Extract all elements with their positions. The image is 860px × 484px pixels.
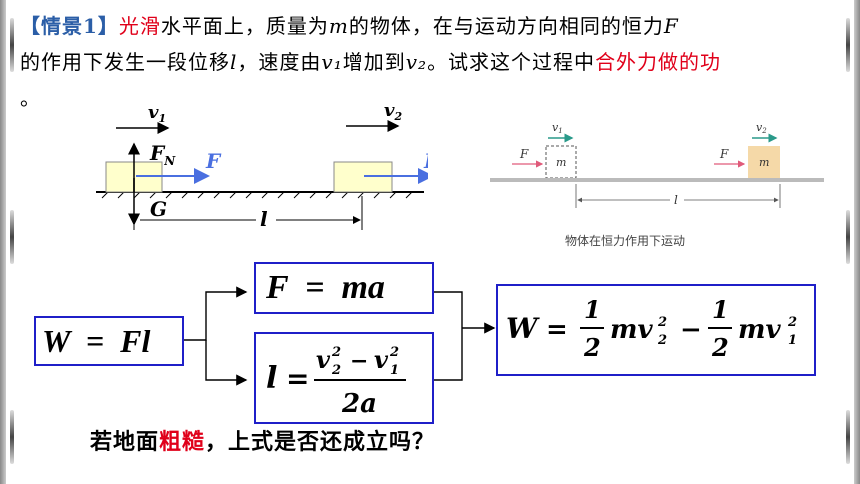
force-symbol: F (663, 14, 679, 38)
result-formula-box: W = 1 2 mv 2 2 − 1 2 mv 2 1 (496, 284, 816, 376)
kin-v1-sup: 2 (389, 345, 399, 360)
half2-den: 2 (711, 333, 729, 362)
follow-up-question: 若地面粗糙，上式是否还成立吗？ (90, 424, 435, 456)
applied-force-label-start: F (205, 149, 222, 173)
scenario-text-5: ，速度由 (237, 50, 322, 74)
kin-v1-sub: 1 (390, 363, 399, 378)
displacement-symbol: l (230, 50, 238, 74)
right-block-end (748, 146, 780, 178)
term1-sup: 2 (657, 315, 667, 330)
kinematics-formula: l = v 2 2 − v 2 1 2a (266, 345, 406, 419)
half1-den: 2 (583, 333, 601, 362)
ground-hatching (101, 191, 413, 199)
term1-sub: 2 (657, 333, 667, 348)
scenario-text-7: 。试求这个过程中 (427, 50, 596, 74)
question-text-3: ，上式是否还成立吗？ (205, 430, 436, 455)
kin-v2: v (316, 345, 331, 374)
left-bracket-bottom (10, 410, 14, 464)
right-ground (490, 178, 824, 182)
motion-diagram-left: v1 v2 FN G F F l (96, 100, 428, 231)
result-eq: = (546, 315, 568, 345)
right-mass-label-end: m (759, 156, 769, 169)
right-f-label-start: F (519, 147, 529, 161)
newton-formula: F = ma (266, 269, 385, 306)
v1-symbol: v₁ (321, 50, 343, 74)
right-mass-label-start: m (556, 156, 566, 169)
displacement-label: l (260, 207, 268, 231)
kin-v2-sub: 2 (331, 363, 341, 378)
kin-v2-sup: 2 (331, 345, 341, 360)
normal-force-label: FN (149, 141, 176, 168)
connector-to-kinematics (205, 340, 248, 386)
scenario-text-3: 的物体，在与运动方向相同的恒力 (348, 14, 664, 38)
half1-num: 1 (584, 295, 601, 324)
left-bracket-top (10, 18, 14, 72)
newton-formula-box: F = ma (254, 262, 434, 314)
net-work-keyword: 合外力做的功 (595, 50, 722, 74)
right-bracket-bottom (846, 410, 850, 464)
scenario-paragraph: 【情景1】光滑水平面上，质量为m的物体，在与运动方向相同的恒力F 的作用下发生一段… (20, 8, 842, 116)
work-formula-box: W = Fl (34, 316, 184, 366)
applied-force-label-end: F (423, 149, 428, 173)
connector-merge (432, 291, 463, 381)
rough-keyword: 粗糙 (159, 430, 206, 455)
work-formula: W = Fl (42, 323, 151, 359)
kin-denominator: 2a (341, 389, 377, 419)
right-diagram-caption: 物体在恒力作用下运动 (565, 234, 686, 248)
kin-v1: v (374, 345, 389, 374)
connector-to-newton (182, 286, 248, 341)
right-bracket-top (846, 18, 850, 72)
v2-label: v2 (384, 100, 402, 123)
v1-label: v1 (148, 102, 166, 125)
kin-minus: − (350, 348, 368, 374)
result-lhs: W (506, 312, 540, 345)
term2-sub: 1 (788, 333, 797, 348)
kin-eq: = (286, 362, 309, 395)
result-formula: W = 1 2 mv 2 2 − 1 2 mv 2 1 (506, 295, 797, 362)
scenario-tag: 【情景1】 (20, 14, 119, 38)
left-bracket-middle (10, 210, 14, 264)
result-minus: − (680, 315, 702, 345)
scenario-text-4: 的作用下发生一段位移 (20, 50, 230, 74)
right-bracket-middle (846, 210, 850, 264)
question-text-1: 若地面 (90, 430, 160, 455)
motion-diagram-right: v1 v2 F m F m l (490, 121, 824, 208)
right-v1-label: v1 (552, 121, 563, 135)
gravity-label: G (150, 197, 167, 221)
mass-symbol: m (328, 14, 349, 38)
kinematics-formula-box: l = v 2 2 − v 2 1 2a (254, 332, 434, 424)
kin-lhs: l (266, 361, 277, 396)
term2-sup: 2 (787, 315, 797, 330)
v2-symbol: v₂ (405, 50, 428, 74)
scenario-text-9: 。 (20, 86, 41, 110)
right-f-label-end: F (719, 147, 729, 161)
left-edge-decoration (0, 0, 6, 484)
term1: mv (610, 315, 654, 345)
right-v2-label: v2 (756, 121, 767, 135)
half2-num: 1 (712, 295, 729, 324)
scenario-text-6: 增加到 (342, 50, 406, 74)
scenario-text-2: 水平面上，质量为 (160, 14, 329, 38)
term2: mv (738, 315, 782, 345)
right-edge-decoration (854, 0, 860, 484)
right-disp-label: l (674, 193, 678, 207)
smooth-keyword: 光滑 (118, 14, 161, 38)
